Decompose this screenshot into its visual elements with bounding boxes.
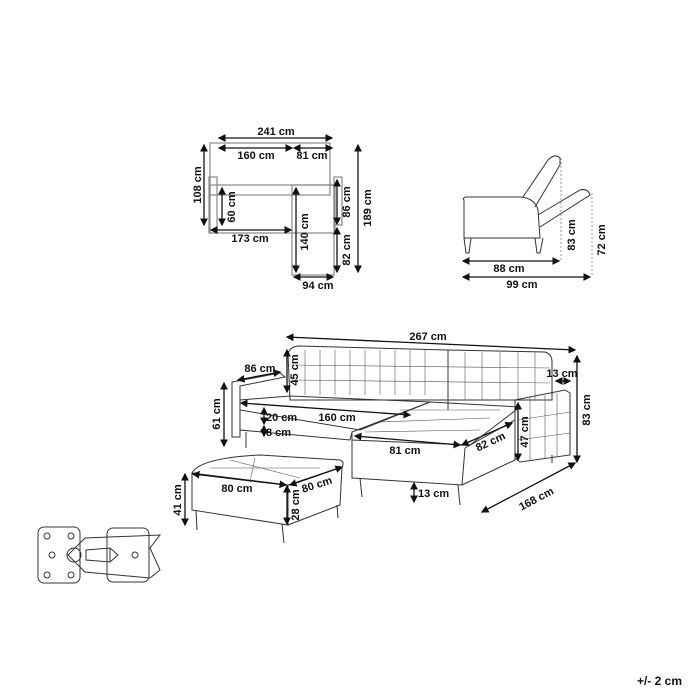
dim-189: 189 cm [362, 189, 374, 227]
dim-82: 82 cm [341, 234, 353, 265]
dim-20: 20 cm [266, 412, 297, 424]
top-view-back [209, 142, 331, 196]
dim-13-arm: 13 cm [546, 368, 577, 380]
perspective-view: 267 cm 86 cm 45 cm 61 cm 20 cm 160 cm 8 … [211, 331, 593, 513]
dim-99: 99 cm [506, 279, 537, 291]
dim-241: 241 cm [257, 126, 295, 138]
dim-160: 160 cm [237, 150, 275, 162]
dim-86: 86 cm [341, 186, 353, 217]
dim-61: 61 cm [211, 398, 223, 429]
dim-8: 8 cm [266, 427, 291, 439]
dim-45: 45 cm [289, 354, 301, 385]
side-view: 88 cm 99 cm 83 cm 72 cm [461, 155, 608, 291]
dim-88: 88 cm [493, 263, 524, 275]
dim-80-depth: 80 cm [300, 475, 334, 496]
dim-168: 168 cm [517, 485, 556, 513]
dim-173: 173 cm [231, 233, 269, 245]
dim-267: 267 cm [409, 331, 447, 343]
top-view: 241 cm 160 cm 81 cm 108 cm 60 cm 173 cm … [192, 126, 374, 292]
dim-72: 72 cm [596, 224, 608, 255]
dim-41: 41 cm [172, 484, 184, 515]
dim-83-side: 83 cm [566, 219, 578, 250]
dim-28: 28 cm [290, 489, 302, 520]
dim-81: 81 cm [296, 150, 327, 162]
tolerance-note: +/- 2 cm [636, 674, 682, 688]
dim-81-persp: 81 cm [389, 445, 420, 457]
dim-86-persp: 86 cm [244, 363, 275, 375]
dim-80-width: 80 cm [221, 483, 252, 495]
dim-13-leg: 13 cm [418, 488, 449, 500]
dim-108: 108 cm [192, 166, 204, 204]
dim-140: 140 cm [299, 213, 311, 251]
dim-83-persp: 83 cm [581, 394, 593, 425]
ottoman-view: 80 cm 80 cm 41 cm 28 cm [172, 454, 344, 544]
dim-94: 94 cm [302, 280, 333, 292]
dim-160-persp: 160 cm [318, 412, 356, 424]
dim-47: 47 cm [519, 416, 531, 447]
bracket-connector-icon [37, 526, 162, 584]
dim-60: 60 cm [226, 191, 238, 222]
